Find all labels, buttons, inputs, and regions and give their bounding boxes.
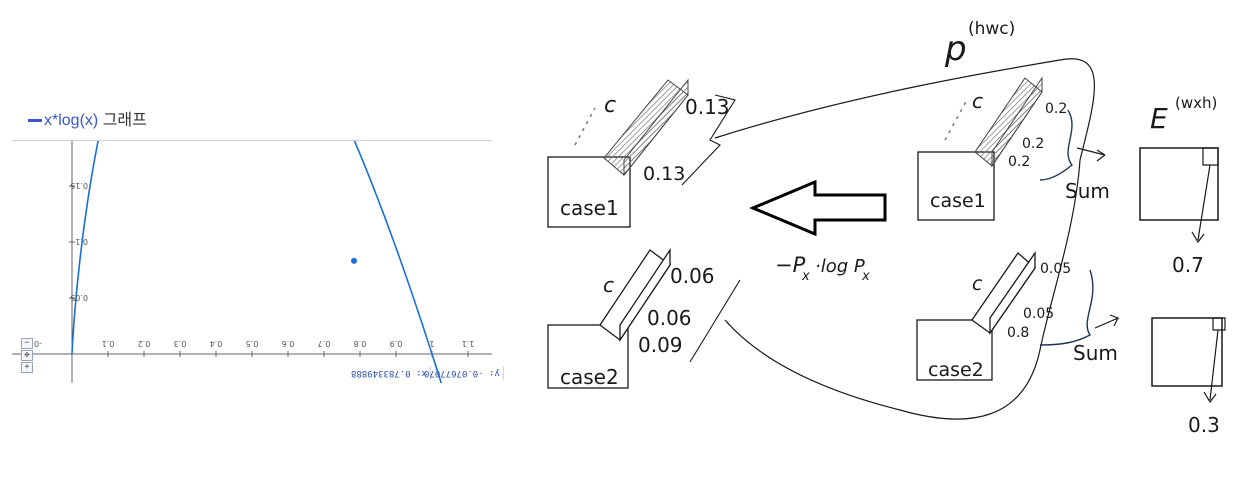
e-superscript: (wxh) (1175, 94, 1217, 112)
x-tick-label: 0.4 (210, 339, 223, 348)
right-case2-val-2: 0.05 (1023, 306, 1054, 322)
y-tick-label: 0.15 (70, 181, 88, 190)
grouping-loop (714, 58, 1095, 420)
svg-text:x: x (801, 269, 810, 284)
e-case1-value: 0.7 (1172, 253, 1204, 277)
highlight-point[interactable] (351, 257, 358, 264)
x-tick-label: 1.1 (462, 339, 475, 348)
p-label: p (944, 29, 967, 69)
case1-right-label: case1 (930, 190, 986, 212)
left-case1-block: c case1 0.13 0.13 (547, 78, 736, 228)
svg-text:·log P: ·log P (815, 256, 865, 277)
left-case2-block: c case2 0.06 0.06 0.09 (547, 247, 741, 389)
c-label-left1: c (604, 93, 616, 118)
case2-left-label: case2 (560, 365, 619, 389)
x-tick-label: 0.6 (282, 339, 295, 348)
x-tick-label: 1 (429, 339, 434, 348)
right-case2-val-3: 0.8 (1007, 325, 1029, 341)
legend-suffix: 그래프 (102, 112, 147, 129)
right-case1-block: c case1 0.2 0.2 0.2 Sum (917, 76, 1110, 221)
series-swatch (28, 119, 42, 123)
zoom-out-button[interactable]: − (21, 338, 33, 349)
zoom-controls: − ✥ + (21, 338, 33, 374)
case1-left-label: case1 (560, 196, 619, 220)
y-tick-label: 0.05 (70, 293, 88, 302)
c-label-right2: c (972, 273, 983, 295)
graph-legend: x*log(x) 그래프 (28, 106, 147, 130)
c-label-left2: c (603, 273, 614, 297)
entropy-sketch: p (hwc) E (wxh) c case1 0.13 0.13 c case… (547, 19, 1226, 437)
right-case2-val-1: 0.05 (1040, 261, 1071, 277)
x-tick-label: 0.7 (318, 339, 331, 348)
x-tick-label: 0.3 (174, 339, 187, 348)
case2-right-label: case2 (928, 359, 984, 381)
svg-text:x: x (861, 269, 870, 284)
x-tick-label: 0.2 (138, 339, 151, 348)
right-case2-block: c case2 0.05 0.05 0.8 Sum (916, 250, 1120, 381)
big-left-arrow (749, 179, 887, 237)
graph-canvas[interactable]: 0.1 0.2 0.3 0.4 0.5 0.6 0.7 0.8 0.9 1 1.1 -0.1 0.05… (12, 0, 492, 389)
left-case1-val-bottom: 0.13 (643, 163, 685, 185)
p-superscript: (hwc) (968, 19, 1015, 39)
svg-text:−P: −P (775, 253, 806, 277)
x-tick-label-negative: -0.1 (26, 339, 42, 348)
left-case2-val-3: 0.09 (638, 333, 683, 357)
legend-series-label: x*log(x) (44, 112, 99, 129)
e-label: E (1150, 102, 1168, 135)
x-readout: x: 0.783349888 (348, 366, 431, 380)
x-tick-label: 0.9 (390, 339, 403, 348)
x-tick-label: 0.8 (354, 339, 367, 348)
right-case1-val-3: 0.2 (1008, 154, 1030, 170)
pan-button[interactable]: ✥ (21, 350, 33, 361)
sum-label-2: Sum (1073, 341, 1118, 365)
zoom-in-button[interactable]: + (21, 362, 33, 373)
right-case1-val-1: 0.2 (1045, 101, 1067, 117)
e-box-case1: 0.7 (1139, 147, 1219, 277)
e-case2-value: 0.3 (1188, 413, 1220, 437)
c-label-right1: c (972, 89, 983, 113)
left-case2-val-1: 0.06 (670, 264, 715, 288)
x-tick-label: 0.5 (246, 339, 259, 348)
x-tick-label: 0.1 (102, 339, 115, 348)
y-readout: y: -0.07677070 (421, 366, 504, 380)
function-graph[interactable]: 0.1 0.2 0.3 0.4 0.5 0.6 0.7 0.8 0.9 1 1.1 -0.1 0.05… (12, 0, 492, 389)
right-case1-val-2: 0.2 (1022, 136, 1044, 152)
left-case2-val-2: 0.06 (647, 306, 692, 330)
e-box-case2: 0.3 (1151, 317, 1226, 437)
left-case1-val-top: 0.13 (685, 95, 730, 119)
entropy-formula: −P x ·log P x (775, 253, 870, 284)
sum-label-1: Sum (1065, 179, 1110, 203)
